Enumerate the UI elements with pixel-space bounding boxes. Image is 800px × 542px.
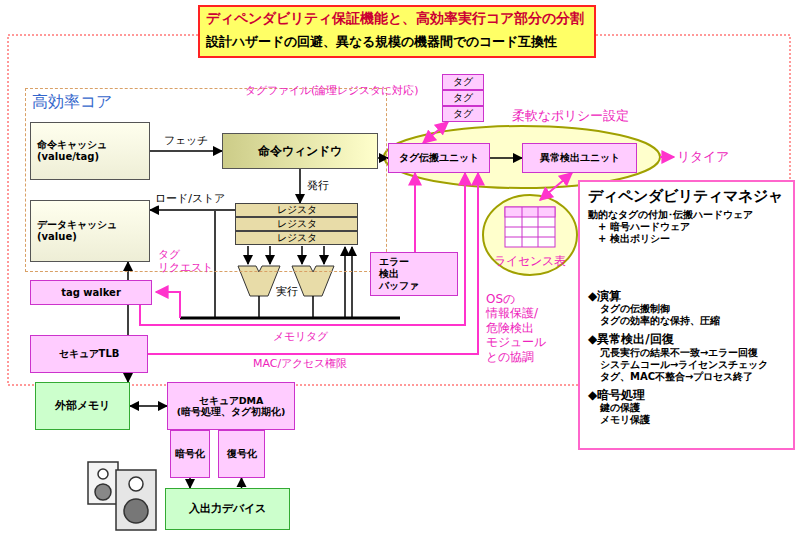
edge-label: メモリタグ [272,330,329,343]
node-label: 命令キャッシュ (value/tag) [37,139,117,163]
license-ellipse [483,195,577,275]
panel-text: タグ、MAC不整合→プロセス終了 [588,371,785,383]
node-label: レジスタ [277,232,317,244]
note-label: OSの 情報保護/ 危険検出 モジュール との協調 [486,292,550,364]
panel-text: 鍵の保護 [588,402,785,414]
walker-box: tag walker [30,280,152,305]
tag-box: タグ [442,90,484,106]
panel-text: ◆演算 [588,289,785,303]
node-label: 命令ウィンドウ [258,144,342,158]
tag-box: タグ [442,106,484,122]
panel-text: タグの伝搬制御 [588,303,785,315]
connector [148,173,478,354]
alu-label: 実行 [276,285,298,298]
manager-panel: ディペンダビリティマネジャ動的なタグの付加･伝搬ハードウェア+ 暗号ハードウェア… [578,180,795,450]
panel-text: ディペンダビリティマネジャ [588,187,785,205]
cipher-box: 暗号化 [170,430,210,478]
window-box: 命令ウィンドウ [222,133,378,169]
edge-label: フェッチ [163,134,209,147]
node-label: 暗号化 [175,448,205,460]
connector [189,478,191,488]
panel-text: 冗長実行の結果不一致→エラー回復 [588,347,785,359]
group-label: 柔軟なポリシー設定 [512,108,629,124]
core-region: 高効率コア命令キャッシュ (value/tag)命令ウィンドウデータキャッシュ … [25,88,387,272]
cipher-box: 復号化 [218,430,265,478]
node-label: レジスタ [277,218,317,230]
node-label: タグ [453,92,473,104]
connector [150,209,235,211]
node-label: 異常検出ユニット [540,152,620,164]
group-label: タグファイル(論理レジスタに対応) [245,84,419,97]
node-label: レジスタ [277,204,317,216]
device-box: 入出力デバイス [165,488,290,530]
node-label: タグ [453,76,473,88]
connector [540,173,572,200]
cache-box: データキャッシュ (value) [30,200,150,262]
retire-arrow [660,156,674,158]
node-label: セキュアTLB [59,348,120,360]
edge-label: 発行 [306,179,330,192]
connector [241,478,243,488]
panel-text: + 暗号ハードウェア [588,221,785,233]
connector [130,405,167,407]
node-label: タグ伝搬ユニット [399,152,479,164]
connector [150,150,222,152]
node-label: エラー 検出 バッファ [379,256,423,292]
license-table [505,207,555,247]
connector [140,173,465,325]
connector [299,169,301,203]
register-box: レジスタ [235,217,358,231]
connector [423,122,448,143]
connector [490,157,522,159]
memory-box: 外部メモリ [35,382,130,430]
panel-text: + 検出ポリシー [588,233,785,245]
dependability-region [8,35,790,385]
tag-box: タグ [442,74,484,90]
panel-text: ◆異常検出/回復 [588,332,785,346]
panel-text: タグの効率的な保持、圧縮 [588,315,785,327]
panel-text: ◆暗号処理 [588,388,785,402]
unit-box: タグ伝搬ユニット [388,143,490,173]
edge-label: ロード/ストア [154,192,226,205]
connector [414,173,416,252]
register-box: レジスタ [235,231,358,245]
speaker-icon [88,462,156,530]
output-label: リタイア [677,149,729,165]
node-label: 入出力デバイス [189,502,266,515]
node-label: ライセンス表 [494,254,566,268]
tlb-box: セキュアTLB [30,335,148,373]
buffer-box: エラー 検出 バッファ [370,252,458,296]
table-node: ライセンス表 [490,200,570,270]
title: ディペンダビリティ保証機能と、高効率実行コア部分の分割 [206,10,584,27]
subtitle: 設計ハザードの回避、異なる規模の機器間でのコード互換性 [206,34,557,50]
node-label: データキャッシュ (value) [37,219,127,243]
node-label: 復号化 [227,448,257,460]
panel-text: メモリ保護 [588,414,785,426]
register-box: レジスタ [235,203,358,217]
signal-label: タグ リクエスト [158,248,216,274]
unit-box: 異常検出ユニット [522,143,637,173]
cache-box: 命令キャッシュ (value/tag) [30,122,150,180]
policy-ellipse [384,126,660,188]
node-label: タグ [453,108,473,120]
dma-box: セキュアDMA (暗号処理、タグ初期化) [167,382,295,430]
node-label: セキュアDMA (暗号処理、タグ初期化) [172,395,290,418]
panel-text: 動的なタグの付加･伝搬ハードウェア [588,209,785,221]
tag-request-arrow [156,292,180,318]
edge-label: MAC/アクセス権限 [252,357,348,370]
node-label: 外部メモリ [55,399,110,412]
node-label: tag walker [61,287,121,299]
panel-text: システムコール→ライセンスチェック [588,359,785,371]
